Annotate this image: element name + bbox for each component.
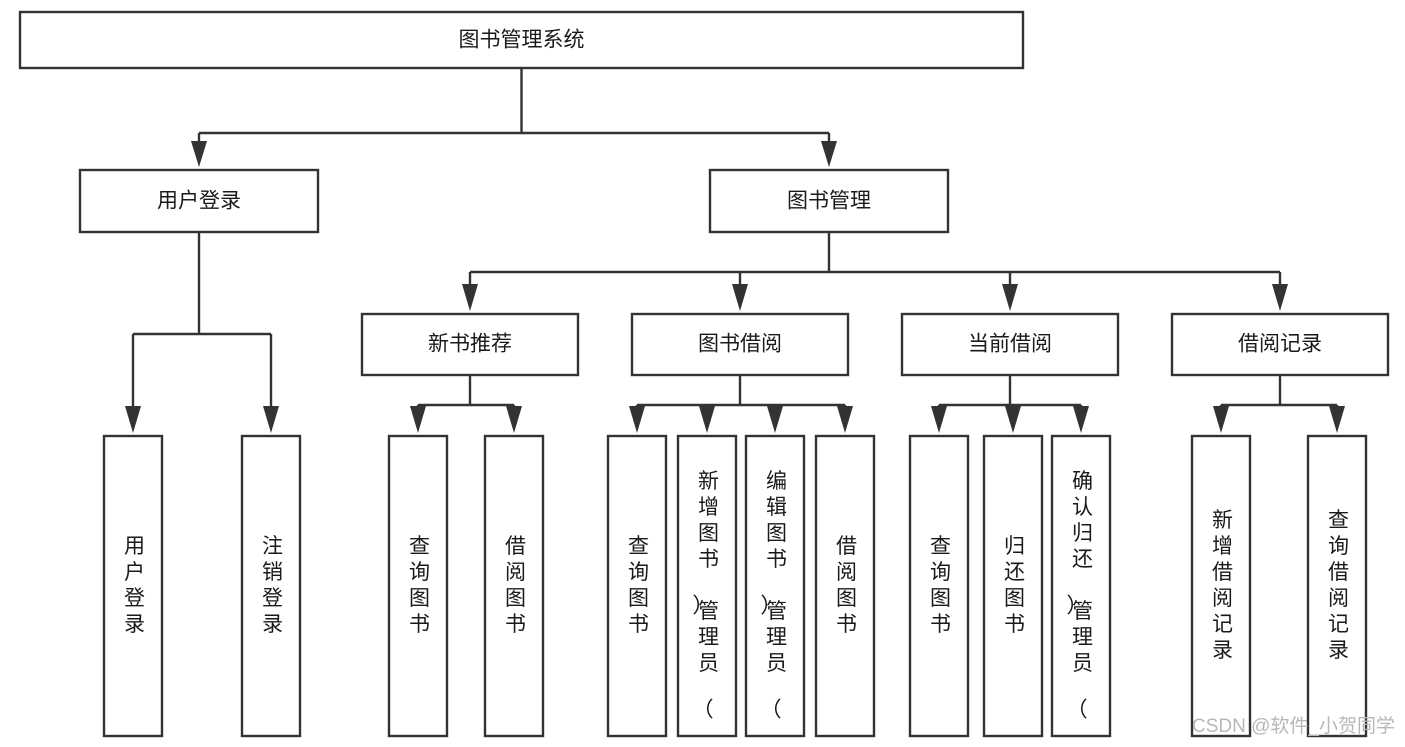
arrow-head-leaf-query-record	[1329, 406, 1345, 433]
node-leaf-confirm-return-label: 确认归还（管理员）	[1063, 470, 1094, 720]
node-leaf-query-book-1[interactable]: 查询图书	[387, 434, 449, 738]
node-leaf-add-record-label: 新增借阅记录	[1210, 509, 1234, 664]
node-leaf-query-record[interactable]: 查询借阅记录	[1306, 434, 1368, 738]
node-leaf-query-book-2-box[interactable]	[606, 434, 668, 738]
node-new-book-rec-box[interactable]	[360, 312, 580, 377]
node-leaf-query-book-3-label: 查询图书	[928, 535, 952, 638]
node-current-borrow[interactable]: 当前借阅	[900, 312, 1120, 377]
connector-group-current-borrow-to-leaves	[931, 375, 1089, 433]
arrow-head-leaf-add-record	[1213, 406, 1229, 433]
node-leaf-query-book-2-label: 查询图书	[626, 535, 650, 638]
arrow-head-book-manage	[821, 141, 837, 167]
node-user-login[interactable]: 用户登录	[78, 168, 320, 234]
node-book-manage-label: 图书管理	[787, 190, 871, 213]
node-leaf-edit-book-label: 编辑图书（管理员）	[757, 470, 788, 720]
node-leaf-query-record-box[interactable]	[1306, 434, 1368, 738]
node-borrow-record[interactable]: 借阅记录	[1170, 312, 1390, 377]
node-leaf-user-logout-box[interactable]	[240, 434, 302, 738]
arrow-head-leaf-query-book-3	[931, 406, 947, 433]
node-new-book-rec-label: 新书推荐	[428, 333, 512, 356]
node-leaf-query-book-2[interactable]: 查询图书	[606, 434, 668, 738]
node-leaf-add-book[interactable]: 新增图书（管理员）	[676, 434, 738, 738]
node-leaf-add-book-label: 新增图书（管理员）	[689, 470, 720, 720]
node-leaf-borrow-book-2-label: 借阅图书	[834, 535, 858, 638]
connector-group-book-manage-to-level3	[462, 232, 1288, 311]
node-leaf-user-logout-label: 注销登录	[260, 535, 284, 638]
node-leaf-query-book-1-box[interactable]	[387, 434, 449, 738]
arrow-head-leaf-borrow-book-2	[837, 406, 853, 433]
arrow-head-leaf-edit-book	[767, 406, 783, 433]
node-user-login-box[interactable]	[78, 168, 320, 234]
connector-group-book-borrow-to-leaves	[629, 375, 853, 433]
arrow-head-new-book-rec	[462, 284, 478, 311]
node-leaf-borrow-book-2[interactable]: 借阅图书	[814, 434, 876, 738]
node-leaf-edit-book-box[interactable]	[744, 434, 806, 738]
node-leaf-confirm-return-box[interactable]	[1050, 434, 1112, 738]
node-root-label: 图书管理系统	[459, 29, 585, 52]
node-book-borrow-box[interactable]	[630, 312, 850, 377]
node-new-book-rec[interactable]: 新书推荐	[360, 312, 580, 377]
arrow-head-leaf-borrow-book-1	[506, 406, 522, 433]
node-leaf-return-book-label: 归还图书	[1002, 535, 1026, 638]
node-leaf-user-logout[interactable]: 注销登录	[240, 434, 302, 738]
node-leaf-add-record-box[interactable]	[1190, 434, 1252, 738]
connector-group-borrow-record-to-leaves	[1213, 375, 1345, 433]
node-leaf-add-book-box[interactable]	[676, 434, 738, 738]
node-current-borrow-label: 当前借阅	[968, 333, 1052, 356]
arrow-head-leaf-query-book-1	[410, 406, 426, 433]
connector-group-new-book-rec-to-leaves	[410, 375, 522, 433]
watermark-label: CSDN @软件_小贺同学	[1192, 715, 1395, 737]
arrow-head-user-login	[191, 141, 207, 167]
connector-group-user-login-to-leaves	[125, 232, 279, 433]
node-leaf-user-login-box[interactable]	[102, 434, 164, 738]
arrow-head-borrow-record	[1272, 284, 1288, 311]
node-book-borrow-label: 图书借阅	[698, 333, 782, 356]
node-leaf-user-login-label: 用户登录	[122, 535, 146, 638]
node-current-borrow-box[interactable]	[900, 312, 1120, 377]
node-leaf-return-book[interactable]: 归还图书	[982, 434, 1044, 738]
node-book-borrow[interactable]: 图书借阅	[630, 312, 850, 377]
node-root-box[interactable]	[18, 10, 1025, 70]
node-leaf-query-book-1-label: 查询图书	[407, 535, 431, 638]
arrow-head-current-borrow	[1002, 284, 1018, 311]
node-borrow-record-box[interactable]	[1170, 312, 1390, 377]
node-leaf-return-book-box[interactable]	[982, 434, 1044, 738]
arrow-head-leaf-add-book	[699, 406, 715, 433]
node-leaf-borrow-book-1[interactable]: 借阅图书	[483, 434, 545, 738]
arrow-head-leaf-query-book-2	[629, 406, 645, 433]
arrow-head-leaf-return-book	[1005, 406, 1021, 433]
node-leaf-query-book-3[interactable]: 查询图书	[908, 434, 970, 738]
node-user-login-label: 用户登录	[157, 190, 241, 213]
arrow-head-leaf-user-login	[125, 406, 141, 433]
node-leaf-confirm-return[interactable]: 确认归还（管理员）	[1050, 434, 1112, 738]
node-leaf-borrow-book-1-label: 借阅图书	[503, 535, 527, 638]
node-leaf-user-login[interactable]: 用户登录	[102, 434, 164, 738]
arrow-head-leaf-user-logout	[263, 406, 279, 433]
arrow-head-leaf-confirm-return	[1073, 406, 1089, 433]
node-book-manage-box[interactable]	[708, 168, 950, 234]
node-leaf-query-book-3-box[interactable]	[908, 434, 970, 738]
node-book-manage[interactable]: 图书管理	[708, 168, 950, 234]
node-borrow-record-label: 借阅记录	[1238, 333, 1322, 356]
node-leaf-query-record-label: 查询借阅记录	[1326, 509, 1350, 664]
arrow-head-book-borrow	[732, 284, 748, 311]
connector-group-root-to-level2	[191, 68, 837, 167]
node-leaf-borrow-book-1-box[interactable]	[483, 434, 545, 738]
node-root[interactable]: 图书管理系统	[18, 10, 1025, 70]
node-leaf-add-record[interactable]: 新增借阅记录	[1190, 434, 1252, 738]
node-leaf-borrow-book-2-box[interactable]	[814, 434, 876, 738]
node-leaf-edit-book[interactable]: 编辑图书（管理员）	[744, 434, 806, 738]
